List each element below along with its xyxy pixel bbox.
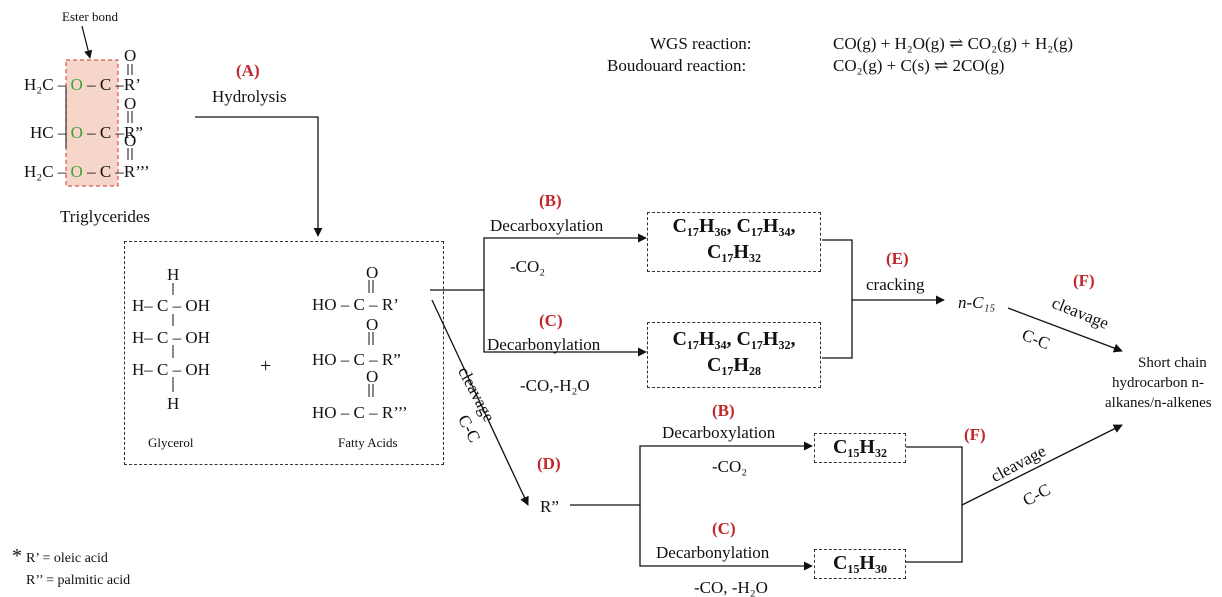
step-d-tag: (D) [537,454,561,473]
tg-carbonyl-o-2: O [124,94,137,113]
upper-decarboxylation-label: Decarboxylation [490,216,604,235]
lower-b-loss: -CO₂ [712,457,748,476]
tg-row-3: H₂C – O – C –R’’’ [24,162,150,181]
wgs-equation: CO(g) + H₂O(g) ⇌ CO₂(g) + H₂(g) [833,34,1074,53]
final-product-line-3: alkanes/n-alkenes [1105,395,1212,411]
ester-bond-highlight [65,59,119,187]
lower-decarboxylation-product-box: C₁₅H₃₂ [814,433,906,463]
fa-carbonyl-o-1: O [366,263,379,282]
lower-decarboxylation-label: Decarboxylation [662,423,776,442]
r2-split [570,441,813,506]
boudouard-equation: CO₂(g) + C(s) ⇌ 2CO(g) [833,56,1005,75]
glycerol-bottom-h: H [167,394,180,413]
ester-bond-label: Ester bond [62,9,118,24]
fatty-acids-caption: Fatty Acids [338,435,398,450]
final-product-line-1: Short chain [1138,355,1207,371]
fatty-acid-row-3: HO – C – R’’’ [312,403,408,422]
upper-b-product-2: C₁₇H₃₂ [707,241,761,263]
step-f-lower-tag: (F) [964,425,986,444]
r2-product: R” [540,497,559,516]
footnote-line-2: R’’ = palmitic acid [26,573,131,588]
step-a-tag: (A) [236,61,260,80]
hydrolysis-label: Hydrolysis [212,87,287,106]
merge-products [822,239,853,359]
plus-sign: + [260,355,272,377]
triglycerides-caption: Triglycerides [60,207,151,226]
wgs-name: WGS reaction: [650,34,752,53]
cleavage-f-upper-arrow [1007,307,1123,353]
hydrolysis-products-box [124,241,444,465]
lower-decarbonylation-label: Decarbonylation [656,543,770,562]
glycerol-row-1: H– C – OH [132,296,210,315]
lower-merge [906,446,963,563]
footnote-star: * [12,545,22,567]
upper-decarbonylation-label: Decarbonylation [487,335,601,354]
cleavage-f-lower-arrow [961,424,1123,506]
lower-b-product: C₁₅H₃₂ [833,436,887,458]
r2-split-lower [639,505,813,571]
footnote-line-1: R’ = oleic acid [26,551,108,566]
upper-c-product-2: C₁₇H₂₈ [707,354,761,376]
fa-carbonyl-o-3: O [366,367,379,386]
tg-carbonyl-o-1: O [124,46,137,65]
split-lower [483,290,647,357]
lower-decarbonylation-product-box: C₁₅H₃₀ [814,549,906,579]
tg-row-2: HC – O – C –R” [30,123,143,142]
fatty-acid-row-1: HO – C – R’ [312,295,399,314]
boudouard-name: Boudouard reaction: [607,56,747,75]
lower-c-loss: -CO, -H₂O [694,578,768,597]
glycerol-top-h: H [167,265,180,284]
ester-pointer [81,25,93,59]
lower-b-tag: (B) [712,401,735,420]
glycerol-row-2: H– C – OH [132,328,210,347]
fa-carbonyl-o-2: O [366,315,379,334]
upper-b-loss: -CO₂ [510,257,546,276]
step-f-upper-tag: (F) [1073,271,1095,290]
fatty-acid-row-2: HO – C – R” [312,350,401,369]
glycerol-caption: Glycerol [148,435,194,450]
upper-decarboxylation-product-box: C₁₇H₃₆, C₁₇H₃₄, C₁₇H₃₂ [647,212,821,272]
upper-c-product-1: C₁₇H₃₄, C₁₇H₃₂, [672,328,796,350]
upper-c-loss: -CO,-H₂O [520,376,590,395]
cracking-label: cracking [866,275,925,294]
hydrolysis-arrow [195,116,323,237]
lower-c-tag: (C) [712,519,736,538]
final-product-line-2: hydrocarbon n- [1112,375,1205,391]
upper-decarbonylation-product-box: C₁₇H₃₄, C₁₇H₃₂, C₁₇H₂₈ [647,322,821,388]
cleavage-d-arrow [431,299,529,506]
upper-b-tag: (B) [539,191,562,210]
tg-carbonyl-o-3: O [124,131,137,150]
glycerol-row-3: H– C – OH [132,360,210,379]
upper-c-tag: (C) [539,311,563,330]
lower-c-product: C₁₅H₃₀ [833,552,887,574]
upper-b-product-1: C₁₇H₃₆, C₁₇H₃₄, [672,215,796,237]
tg-row-1: H₂C – O – C –R’ [24,75,141,94]
n-c15-product: n-C₁₅ [958,293,996,312]
step-e-tag: (E) [886,249,909,268]
split-upper [430,233,647,291]
